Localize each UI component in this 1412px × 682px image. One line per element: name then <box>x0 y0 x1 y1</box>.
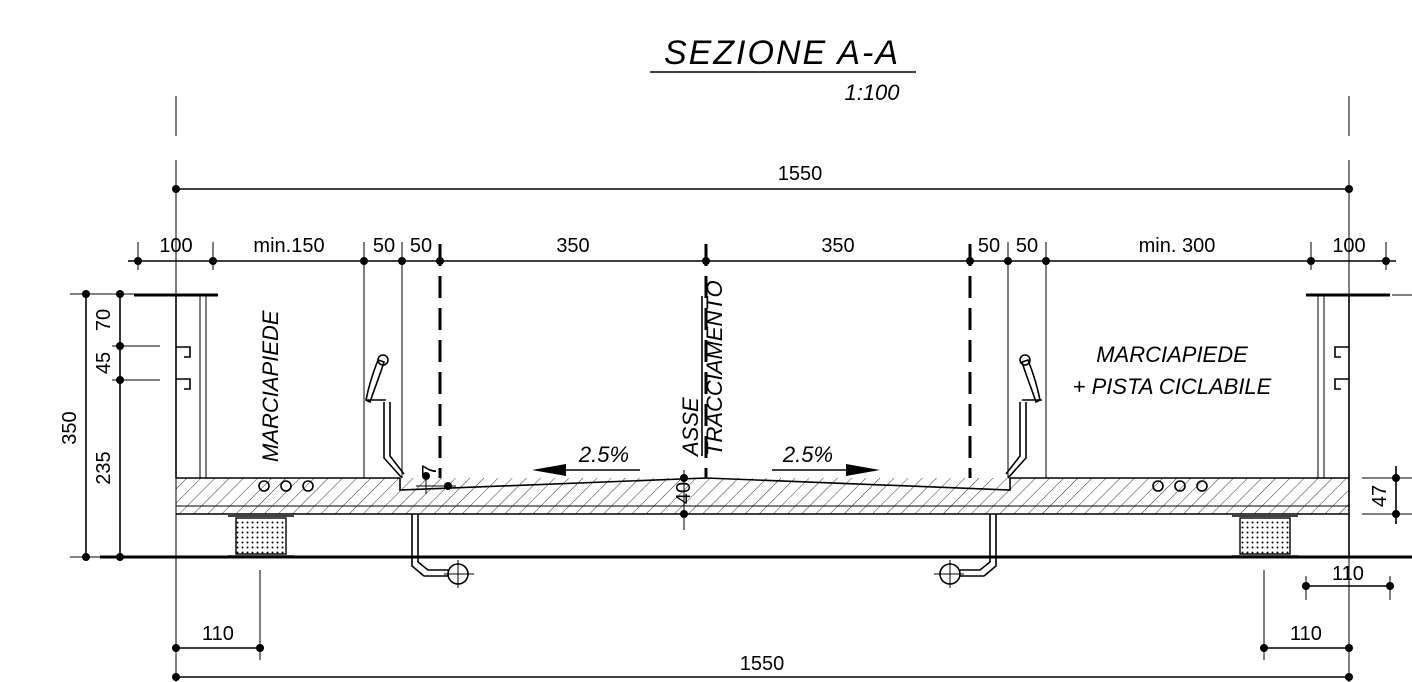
dimension-bottom-right: 110 <box>1260 570 1353 660</box>
dimension-right-vertical: 47 <box>1362 466 1412 524</box>
right-parapet <box>1306 293 1412 478</box>
dim-total-top: 1550 <box>778 163 823 185</box>
drain-left <box>411 514 474 588</box>
dim-left-upper: 70 <box>93 309 115 331</box>
right-walkway-label-2: + PISTA CICLABILE <box>1073 374 1272 399</box>
dim-center-depth: 40 <box>673 482 695 504</box>
dim-top-1: 100 <box>159 235 192 257</box>
dim-left-middle: 45 <box>93 352 115 374</box>
dim-top-9: min. 300 <box>1139 235 1216 257</box>
lane-lines <box>438 244 972 478</box>
axis-label: ASSE TRACCIAMENTO <box>678 280 727 458</box>
dimension-bottom-left: 110 <box>172 570 264 660</box>
dim-top-8: 50 <box>1016 235 1038 257</box>
slope-right-label: 2.5% <box>782 442 833 467</box>
guardrail-right <box>1005 354 1042 479</box>
dimension-chain-top: 100 min.150 50 50 350 350 50 50 min. 300… <box>128 235 1396 478</box>
slope-left: 2.5% <box>532 442 640 476</box>
drain-right <box>934 514 997 588</box>
left-walkway-label: MARCIAPIEDE <box>258 310 283 462</box>
dim-top-2: min.150 <box>253 235 324 257</box>
dim-top-5: 350 <box>556 235 589 257</box>
dim-left-total: 350 <box>59 411 81 444</box>
dimension-total-bottom: 1550 <box>172 653 1353 681</box>
dim-top-4: 50 <box>410 235 432 257</box>
title-block: SEZIONE A-A 1:100 <box>650 34 916 105</box>
axis-label-line1: ASSE <box>678 397 703 458</box>
dim-bottom-right: 110 <box>1290 623 1322 645</box>
drawing-scale: 1:100 <box>844 80 900 105</box>
dimension-left-vertical: 350 70 45 235 <box>59 290 176 561</box>
slope-right: 2.5% <box>772 442 880 476</box>
bearing-right <box>1232 515 1298 557</box>
slab-rebars <box>258 480 1208 492</box>
guardrail-left <box>365 354 405 479</box>
dimension-total-top: 1550 <box>172 163 1353 193</box>
dim-bottom-left: 110 <box>202 623 234 645</box>
center-depth-dimension: 40 <box>673 470 695 530</box>
deck-slab <box>100 477 1412 559</box>
axis-label-line2: TRACCIAMENTO <box>702 280 727 456</box>
slope-left-label: 2.5% <box>578 442 629 467</box>
right-walkway-label-1: MARCIAPIEDE <box>1096 342 1248 367</box>
dim-top-6: 350 <box>821 235 854 257</box>
left-parapet <box>134 293 218 478</box>
curb-dimension: 7 <box>416 464 456 494</box>
dim-curb: 7 <box>419 464 441 475</box>
drawing-title: SEZIONE A-A <box>664 34 900 72</box>
bearing-left <box>228 515 294 557</box>
dimension-right-side: 110 <box>1302 563 1394 600</box>
dim-right-side: 110 <box>1332 563 1364 585</box>
dim-top-7: 50 <box>978 235 1000 257</box>
dim-total-bottom: 1550 <box>740 653 785 675</box>
dim-right-vertical: 47 <box>1369 485 1391 507</box>
dim-left-lower: 235 <box>93 451 115 484</box>
dim-top-10: 100 <box>1332 235 1365 257</box>
dim-top-3: 50 <box>373 235 395 257</box>
